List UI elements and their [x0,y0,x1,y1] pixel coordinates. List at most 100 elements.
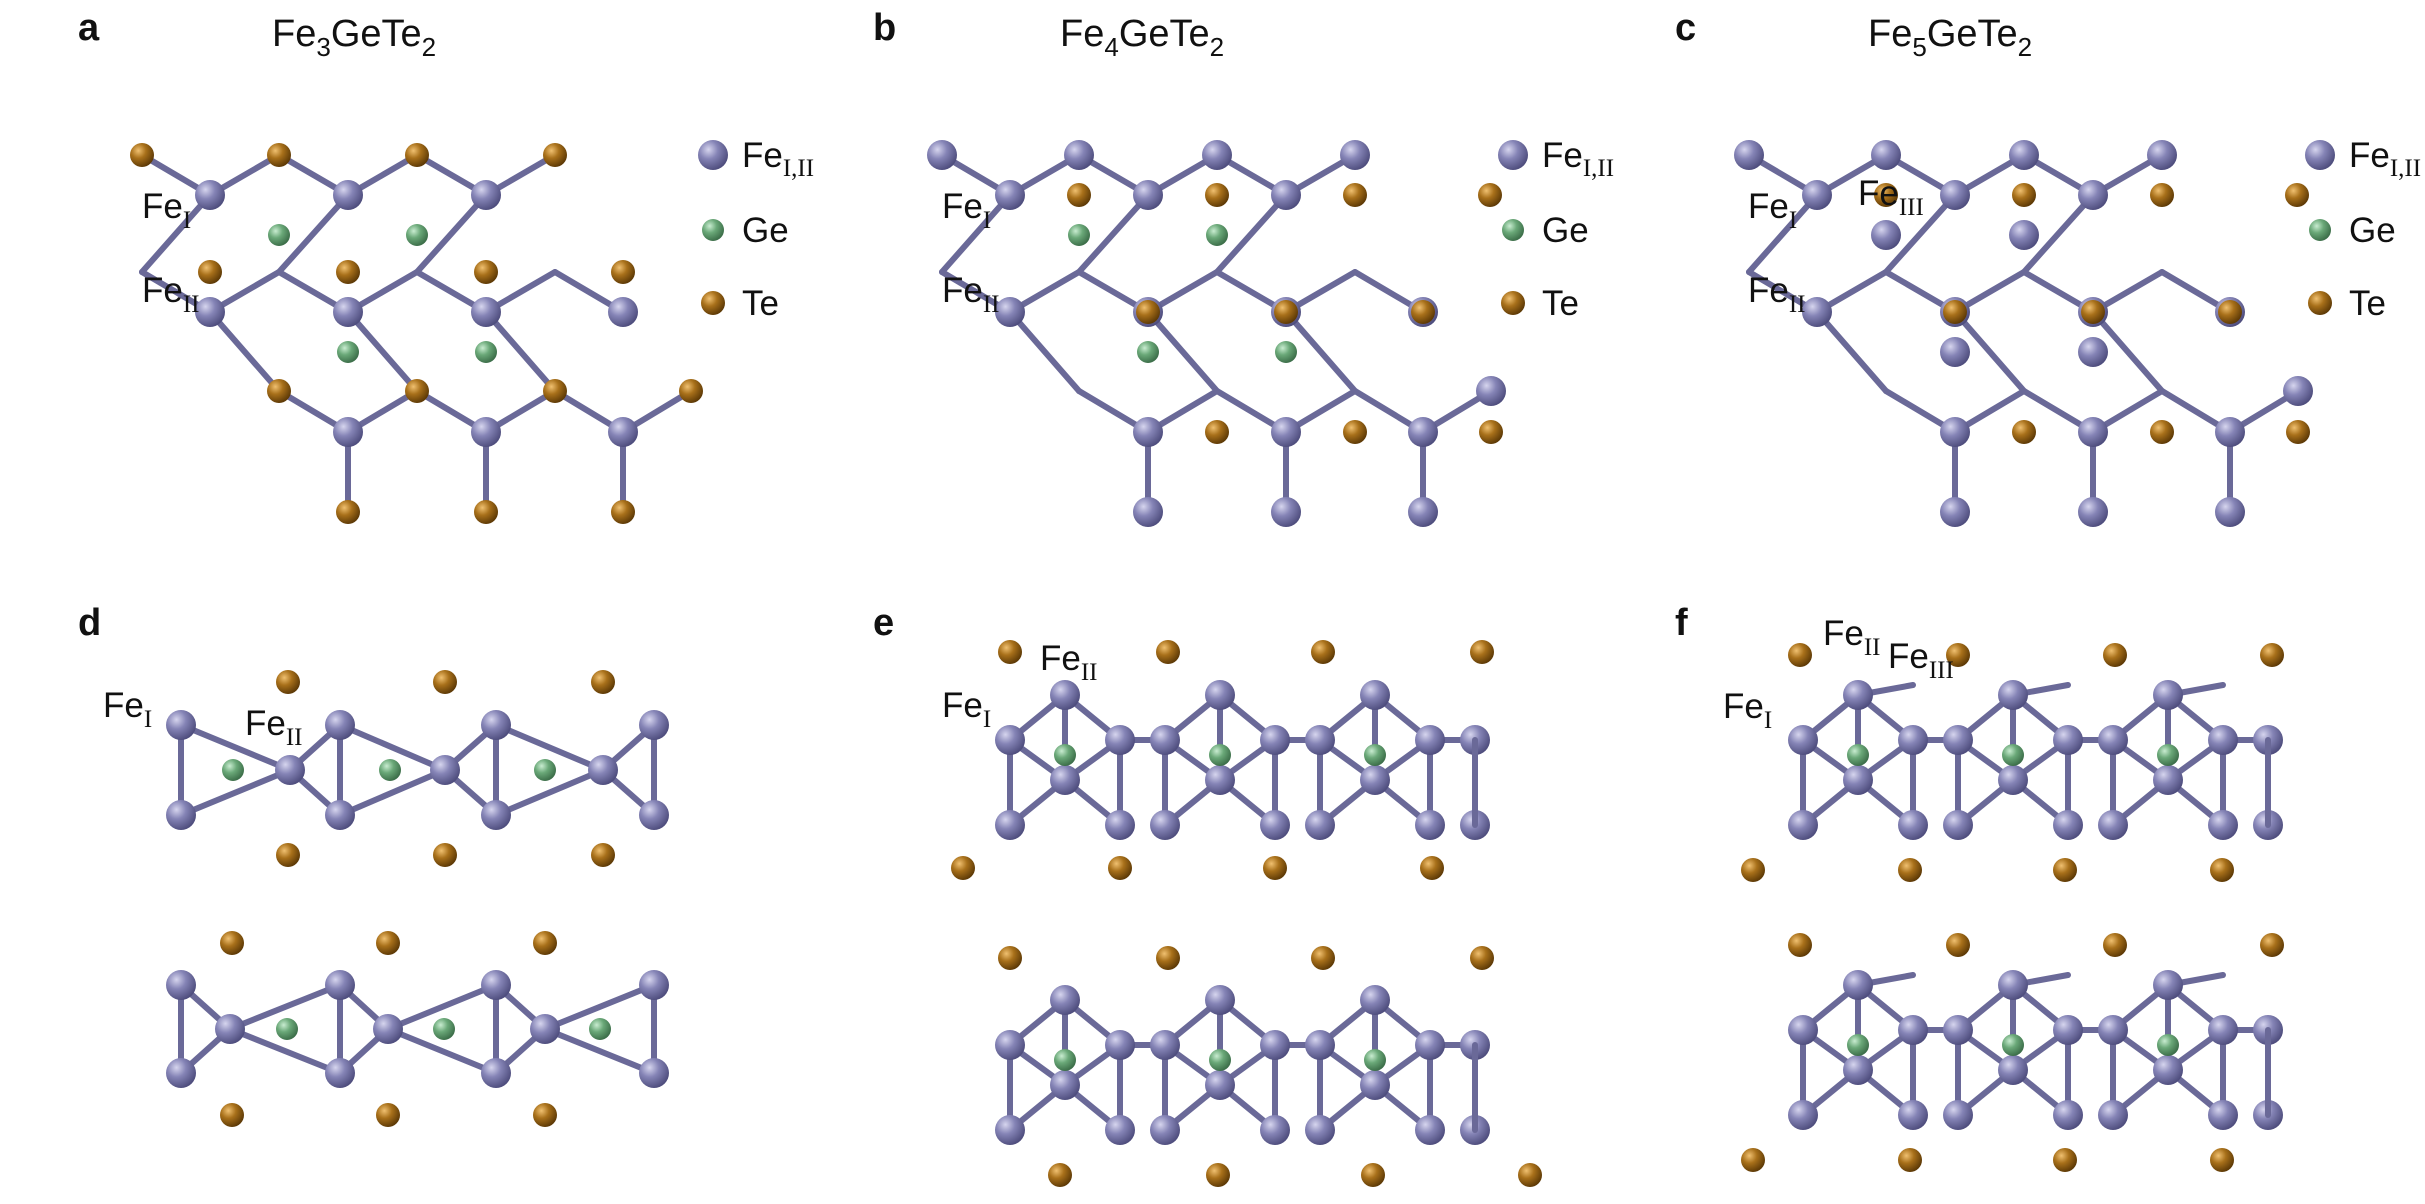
label-fe-iii: FeIII [1888,637,1954,684]
fe-atom [1843,1055,1873,1085]
fe-atom [639,1058,669,1088]
fe-atom [1788,810,1818,840]
te-atom [376,1103,400,1127]
te-atom [376,931,400,955]
te-atom [1898,858,1922,882]
label-fe-i: FeI [942,686,991,733]
te-atom [2150,183,2174,207]
te-atom [1479,420,1503,444]
te-atom [220,1103,244,1127]
legend-fe-atom [698,140,728,170]
fe-fe-bond [2021,192,2096,275]
te-atom [2053,858,2077,882]
te-atom [1343,420,1367,444]
legend-te-label: Te [2349,284,2386,323]
fe-atom [2078,337,2108,367]
legend-ge-label: Ge [742,211,789,250]
fe-atom [195,297,225,327]
fe-atom [1788,1015,1818,1045]
te-atom [220,931,244,955]
fe-atom [1998,1055,2028,1085]
fe-atom [2147,140,2177,170]
te-atom [267,143,291,167]
te-atom [1518,1163,1542,1187]
te-atom [2103,643,2127,667]
fe-atom [1788,1100,1818,1130]
te-atom [1048,1163,1072,1187]
te-atom [474,500,498,524]
fe-atom [2009,140,2039,170]
fe-atom [1360,765,1390,795]
fe-atom [2053,725,2083,755]
fe-atom [1205,1070,1235,1100]
fe-atom [481,710,511,740]
fe-atom [481,970,511,1000]
te-atom [1067,183,1091,207]
te-atom [1470,946,1494,970]
fe-atom [995,1115,1025,1145]
fe-atom [1360,985,1390,1015]
fe-atom [275,755,305,785]
ge-atom [589,1018,611,1040]
fe-atom [1205,680,1235,710]
panel-letter-a: a [78,7,100,49]
fe-atom [1898,1100,1928,1130]
label-fe-i: FeI [942,187,991,234]
ge-atom [1364,744,1386,766]
te-atom [1263,856,1287,880]
te-atom [2053,1148,2077,1172]
ge-atom [337,341,359,363]
te-atom [1206,1163,1230,1187]
ge-atom [379,759,401,781]
fe-fe-bond [139,192,213,275]
fe-fe-bond [542,1026,657,1076]
fe-atom [1105,1115,1135,1145]
fe-atom [608,297,638,327]
fe-atom [995,810,1025,840]
te-atom [433,843,457,867]
te-atom [1311,640,1335,664]
te-atom [433,670,457,694]
fe-fe-bond [178,722,293,773]
fe-atom [927,140,957,170]
fe-atom [1415,810,1445,840]
fe-atom [1050,985,1080,1015]
fe-atom [2098,725,2128,755]
te-atom [533,931,557,955]
fe-atom [1133,417,1163,447]
fe-atom [1898,810,1928,840]
fe-atom [608,417,638,447]
te-atom [1478,183,1502,207]
te-atom [405,379,429,403]
ge-atom [1275,341,1297,363]
te-atom [1898,1148,1922,1172]
panel-e-side-view [951,640,1542,1187]
te-atom [1874,183,1898,207]
fe-fe-bond [493,722,606,773]
te-atom [611,500,635,524]
fe-atom [1260,1030,1290,1060]
ge-atom [475,341,497,363]
fe-atom [1408,417,1438,447]
te-atom [2260,643,2284,667]
te-atom [1411,300,1435,324]
fe-atom [1843,680,1873,710]
fe-fe-bond [385,1026,499,1076]
te-atom [1274,300,1298,324]
ge-atom [1847,744,1869,766]
fe-fe-bond [1952,309,2027,394]
fe-atom [1105,725,1135,755]
fe-atom [1360,1070,1390,1100]
fe-atom [1050,765,1080,795]
te-atom [276,843,300,867]
te-atom [336,260,360,284]
te-atom [998,640,1022,664]
te-atom [2103,933,2127,957]
fe-atom [481,800,511,830]
fe-atom [1408,497,1438,527]
fe-atom [1271,180,1301,210]
fe-atom [995,297,1025,327]
fe-atom [1305,1030,1335,1060]
legend-ge-label: Ge [2349,211,2396,250]
fe-atom [1202,140,1232,170]
